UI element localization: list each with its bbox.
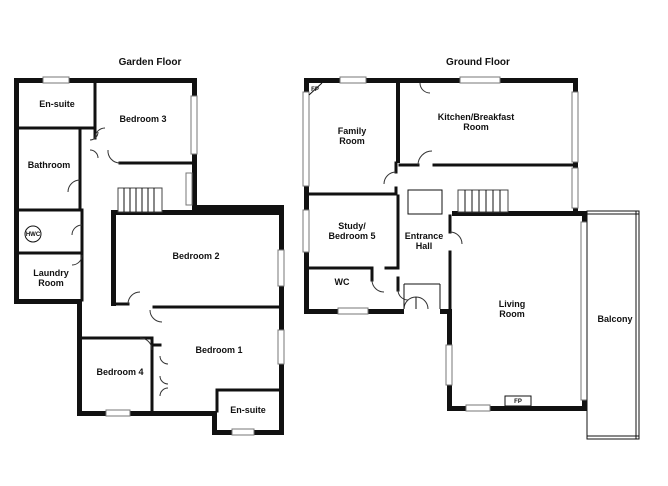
hall-rooflight	[407, 189, 443, 215]
ground-floor-doors	[371, 82, 463, 310]
bedroom2-label: Bedroom 2	[172, 251, 219, 261]
ground-floor-title: Ground Floor	[446, 57, 510, 68]
garden-floor-title: Garden Floor	[119, 57, 182, 68]
garden-floor-inner-walls	[17, 81, 284, 413]
garden-floor-outer-walls	[14, 78, 284, 435]
entrance-hall-label-line2: Hall	[416, 241, 433, 251]
wc-label: WC	[335, 277, 350, 287]
garden-floor-windows	[42, 76, 285, 436]
garden-floor-stairs	[117, 187, 163, 213]
hwc-cylinder-icon	[24, 225, 42, 243]
study-label-line2: Bedroom 5	[328, 231, 375, 241]
garden-floor-doors	[67, 127, 169, 397]
study-label-line1: Study/	[338, 221, 366, 231]
bathroom-label: Bathroom	[28, 160, 71, 170]
family-room-label-line2: Room	[339, 136, 365, 146]
fireplace-top-diagonal	[308, 82, 323, 96]
kitchen-label-line2: Room	[463, 122, 489, 132]
ensuite-top-label: En-suite	[39, 99, 75, 109]
ground-floor-plan: Ground Floor	[302, 57, 640, 440]
fireplace-bottom-label: FP	[514, 399, 522, 405]
balcony-outline	[586, 210, 640, 440]
bedroom3-label: Bedroom 3	[119, 114, 166, 124]
fireplace-top-label: FP	[311, 87, 319, 93]
laundry-label-line1: Laundry	[33, 268, 69, 278]
bedroom4-label: Bedroom 4	[96, 367, 143, 377]
ensuite-bottom-label: En-suite	[230, 405, 266, 415]
living-room-label-line1: Living	[499, 299, 526, 309]
kitchen-label-line1: Kitchen/Breakfast	[438, 112, 515, 122]
laundry-label-line2: Room	[38, 278, 64, 288]
family-room-label-line1: Family	[338, 126, 367, 136]
ground-floor-stairs	[457, 189, 509, 213]
ground-floor-windows	[302, 76, 588, 412]
ground-floor-inner-walls	[307, 83, 575, 311]
garden-floor-plan: Garden Floor	[14, 57, 285, 436]
living-room-label-line2: Room	[499, 309, 525, 319]
entrance-hall-label-line1: Entrance	[405, 231, 444, 241]
balcony-label: Balcony	[597, 314, 632, 324]
bedroom1-label: Bedroom 1	[195, 345, 242, 355]
hwc-label: HWC	[26, 232, 41, 238]
fireplace-bottom-hearth	[504, 395, 532, 407]
